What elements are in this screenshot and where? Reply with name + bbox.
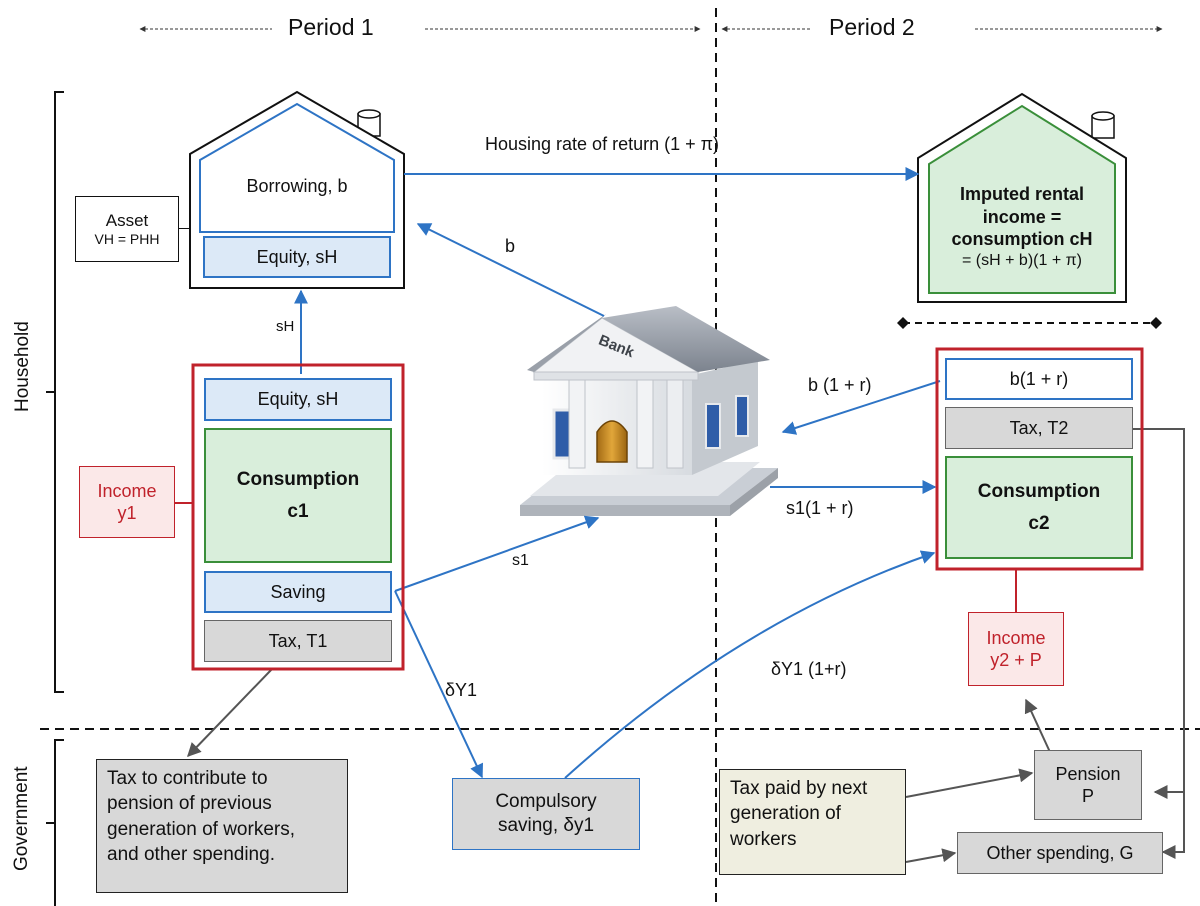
period-1-label: Period 1 [288,14,374,40]
tax-1-box: Tax, T1 [204,620,392,662]
saving-flow-label: s1 [512,552,529,569]
income-2-box: Income y2 + P [968,612,1064,686]
loan-repayment-box: b(1 + r) [945,358,1133,400]
asset-box: Asset VH = PHH [75,196,179,262]
consumption-1-box: Consumption c1 [204,428,392,563]
compulsory-flow-label: δY1 [445,680,478,700]
borrowing-label: Borrowing, b [246,175,348,196]
repay-flow-label: b (1 + r) [808,375,872,395]
arrow-saving-to-compulsory [394,590,484,779]
equity-allocation-box: Equity, sH [204,378,392,421]
household-label: Household [12,321,33,412]
arrow-compulsory-to-consumption [564,550,936,779]
consumption-2-box: Consumption c2 [945,456,1133,559]
government-bracket [46,739,64,906]
government-label: Government [11,766,32,871]
flow-arrows-blue [294,167,941,779]
next-generation-tax-box: Tax paid by next generation of workers [719,769,906,875]
income-1-connector [175,502,193,504]
other-spending-box: Other spending, G [957,832,1163,874]
equity-flow-label: sH [276,318,295,335]
imputed-rent-text: Imputed rental income = consumption cH =… [951,184,1093,269]
period-1-budget-frame [191,363,405,671]
house-period-2 [917,92,1127,303]
arrow-repay-to-bank [781,380,941,435]
arrow-saving-to-bank [394,515,600,592]
bank-icon [520,306,778,516]
housing-return-label: Housing rate of return (1 + π) [485,134,720,154]
period-2-budget-frame [935,347,1144,571]
household-bracket [46,91,64,693]
tax-contribution-box: Tax to contribute to pension of previous… [96,759,348,893]
saving-box: Saving [204,571,392,613]
house-equity-box: Equity, sH [203,236,391,278]
arrow-bank-borrowing [416,223,605,317]
tax-2-box: Tax, T2 [945,407,1133,449]
asset-connector [179,228,191,229]
period-2-label: Period 2 [829,14,915,40]
income-1-box: Income y1 [79,466,175,538]
borrowing-flow-label: b [505,236,516,256]
compulsory-return-label: δY1 (1+r) [771,659,847,679]
flow-arrows-grey [187,428,1185,863]
bank-return-flow-label: s1(1 + r) [786,498,854,518]
compulsory-saving-box: Compulsory saving, δy1 [452,778,640,850]
pension-box: Pension P [1034,750,1142,820]
